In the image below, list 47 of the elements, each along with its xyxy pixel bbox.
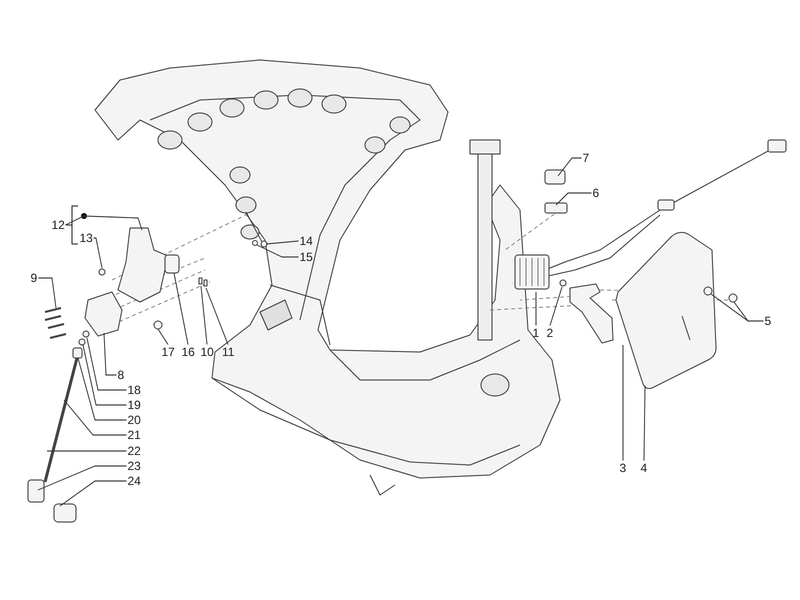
leader-line bbox=[158, 328, 168, 345]
callout-number: 10 bbox=[200, 346, 214, 358]
leader-line bbox=[622, 344, 624, 461]
callout-number: 1 bbox=[532, 326, 540, 340]
callout-number: 2 bbox=[546, 326, 554, 340]
leader-line bbox=[38, 466, 127, 490]
leader-line bbox=[256, 244, 299, 258]
callout-number: 12 bbox=[52, 218, 65, 232]
callout-number: 11 bbox=[222, 346, 234, 358]
callout-number: 17 bbox=[162, 346, 175, 358]
leader-line bbox=[550, 286, 562, 326]
leader-line bbox=[82, 344, 127, 406]
callout-number: 4 bbox=[640, 462, 648, 474]
leader-line bbox=[38, 278, 56, 308]
callout-number: 22 bbox=[128, 444, 141, 458]
leader-line bbox=[60, 480, 127, 506]
callout-number: 6 bbox=[592, 186, 600, 200]
callout-number: 5 bbox=[764, 314, 772, 328]
callout-number: 18 bbox=[128, 384, 141, 396]
leader-line bbox=[93, 238, 102, 268]
leader-line bbox=[206, 288, 228, 345]
leader-line bbox=[266, 240, 299, 244]
callout-number: 23 bbox=[128, 460, 141, 472]
leader-line bbox=[64, 400, 127, 436]
callout-number: 21 bbox=[128, 428, 141, 442]
leader-line bbox=[556, 192, 592, 206]
callout-number: 13 bbox=[80, 232, 93, 244]
callout-number: 24 bbox=[128, 474, 141, 488]
leader-line bbox=[644, 386, 646, 461]
leader-line bbox=[86, 338, 127, 390]
leader-line bbox=[104, 332, 117, 376]
callout-number: 3 bbox=[620, 462, 626, 474]
callout-number: 16 bbox=[182, 346, 195, 358]
callout-number: 7 bbox=[582, 152, 590, 164]
callout-number: 20 bbox=[128, 414, 141, 426]
callout-number: 9 bbox=[30, 272, 38, 284]
leader-line bbox=[65, 216, 142, 230]
leader-line bbox=[200, 286, 208, 345]
callout-number: 19 bbox=[128, 398, 141, 412]
leader-line bbox=[174, 272, 188, 345]
leader-line bbox=[46, 450, 127, 452]
leader-line bbox=[710, 294, 764, 322]
leader-line bbox=[78, 358, 127, 420]
callout-number: 14 bbox=[300, 234, 313, 248]
leader-line bbox=[558, 158, 582, 176]
callout-number: 8 bbox=[118, 368, 124, 382]
callout-number: 15 bbox=[300, 250, 313, 264]
